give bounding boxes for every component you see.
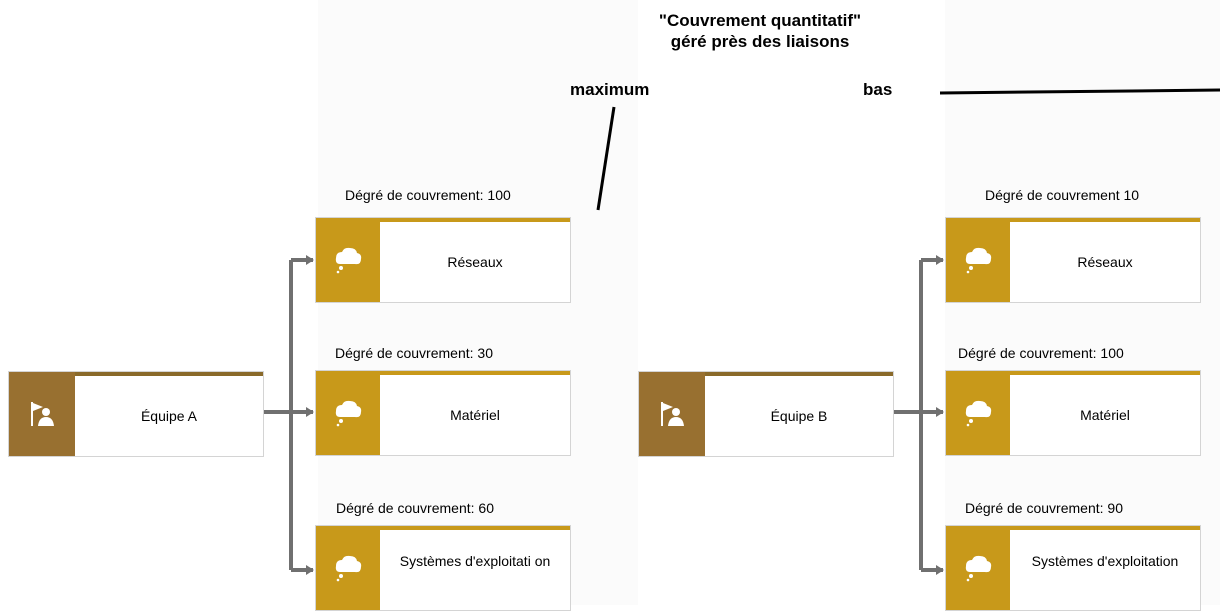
coverage-degree: Dégré de couvrement: 90: [965, 500, 1123, 516]
thought-cloud-icon: [946, 371, 1010, 455]
team-box-b[interactable]: Équipe B: [638, 371, 894, 457]
capability-label: Matériel: [1080, 406, 1130, 423]
capability-label: Matériel: [450, 406, 500, 423]
thought-cloud-icon: [316, 218, 380, 302]
coverage-degree: Dégré de couvrement 10: [985, 187, 1140, 203]
capability-box-reseaux[interactable]: Réseaux: [945, 217, 1201, 303]
team-box-a[interactable]: Équipe A: [8, 371, 264, 457]
capability-box-reseaux[interactable]: Réseaux: [315, 217, 571, 303]
capability-box-materiel[interactable]: Matériel: [945, 370, 1201, 456]
accent-bar: [9, 372, 263, 376]
coverage-degree: Dégré de couvrement: 60: [336, 500, 494, 516]
label-maximum: maximum: [570, 80, 650, 99]
pointer-line-maximum: [596, 106, 616, 211]
accent-bar: [946, 371, 1200, 375]
label-bas: bas: [863, 80, 893, 99]
accent-bar: [316, 371, 570, 375]
accent-bar: [316, 218, 570, 222]
accent-bar: [946, 218, 1200, 222]
coverage-degree: Dégré de couvrement: 30: [335, 345, 493, 361]
team-label: Équipe A: [140, 407, 198, 424]
thought-cloud-icon: [316, 371, 380, 455]
capability-box-systemes[interactable]: Systèmes d'exploitation: [945, 525, 1201, 611]
coverage-degree: Dégré de couvrement: 100: [958, 345, 1124, 361]
capability-box-materiel[interactable]: Matériel: [315, 370, 571, 456]
capability-box-systemes[interactable]: Systèmes d'exploitati on: [315, 525, 571, 611]
pointer-line-bas: [939, 88, 1220, 95]
annotation-title: "Couvrement quantitatif" géré près des l…: [560, 10, 960, 52]
annotation-title-line2: géré près des liaisons: [670, 32, 850, 51]
thought-cloud-icon: [946, 526, 1010, 610]
annotation-title-line1: "Couvrement quantitatif": [658, 11, 862, 30]
capability-label: Systèmes d'exploitation: [1031, 553, 1179, 569]
capability-label: Systèmes d'exploitati on: [399, 553, 551, 569]
capability-label: Réseaux: [1077, 253, 1133, 270]
team-flag-icon: [639, 372, 705, 456]
coverage-degree: Dégré de couvrement: 100: [345, 187, 511, 203]
thought-cloud-icon: [946, 218, 1010, 302]
accent-bar: [316, 526, 570, 530]
thought-cloud-icon: [316, 526, 380, 610]
capability-label: Réseaux: [447, 253, 503, 270]
team-flag-icon: [9, 372, 75, 456]
accent-bar: [639, 372, 893, 376]
accent-bar: [946, 526, 1200, 530]
team-label: Équipe B: [770, 407, 828, 424]
